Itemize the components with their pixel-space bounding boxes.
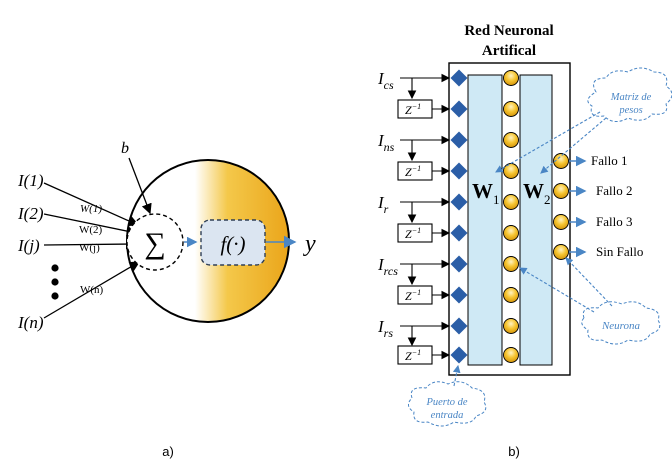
input-label-cs: Ics <box>377 69 394 92</box>
svg-text:Neurona: Neurona <box>601 320 641 332</box>
hidden-neuron <box>503 194 519 210</box>
input-arrow-n <box>43 261 141 319</box>
callout-pointer <box>540 117 607 174</box>
output-neuron-column <box>553 153 569 260</box>
hidden-neuron <box>503 318 519 334</box>
input-label-rs: Irs <box>377 317 393 340</box>
summation-node <box>126 213 184 271</box>
svg-text:entrada: entrada <box>431 410 464 421</box>
input-label-j: I(j) <box>17 236 40 255</box>
weight-label-1: W(1) <box>80 203 102 215</box>
input-label-n: I(n) <box>17 313 44 332</box>
w2-column <box>519 74 553 366</box>
caption-b: b) <box>508 444 520 459</box>
weight-label-2: W(2) <box>79 224 103 236</box>
output-label-1: Fallo 1 <box>591 153 627 168</box>
input-port-diamond <box>450 346 468 364</box>
delay-block: Z−1 <box>397 345 433 365</box>
w1-column <box>467 74 503 366</box>
ellipsis-dot <box>51 264 59 272</box>
callout-pointer <box>495 111 601 173</box>
svg-text:Matriz de: Matriz de <box>610 92 652 103</box>
caption-a: a) <box>162 444 174 459</box>
input-port-diamond <box>450 317 468 335</box>
callout-pointer <box>452 364 461 387</box>
input-arrow-1 <box>43 182 140 227</box>
input-label-2: I(2) <box>17 204 44 223</box>
hidden-neuron <box>503 70 519 86</box>
ellipsis-dot <box>51 292 59 300</box>
output-neuron <box>553 244 569 260</box>
delay-block: Z−1 <box>397 285 433 305</box>
network-title-line1: Red Neuronal <box>464 23 553 39</box>
output-label-3: Fallo 3 <box>596 214 632 229</box>
delay-block: Z−1 <box>397 223 433 243</box>
svg-text:Z−1: Z−1 <box>405 348 421 363</box>
input-port-diamond <box>450 131 468 149</box>
svg-text:Z−1: Z−1 <box>405 226 421 241</box>
bias-arrow <box>128 157 152 215</box>
input-port-diamond <box>450 69 468 87</box>
svg-text:Z−1: Z−1 <box>405 164 421 179</box>
input-port-diamond <box>450 100 468 118</box>
bias-label: b <box>121 140 129 157</box>
hidden-neuron-column <box>503 70 519 363</box>
summation-symbol: ∑ <box>144 227 165 260</box>
input-label-r: Ir <box>377 193 389 216</box>
output-neuron <box>553 153 569 169</box>
output-neuron <box>553 214 569 230</box>
input-port-callout: Puerto de entrada <box>408 381 487 427</box>
svg-text:Puerto de: Puerto de <box>425 397 467 408</box>
output-label-4: Sin Fallo <box>596 244 643 259</box>
w2-label: W2 <box>523 179 551 207</box>
weight-label-n: W(n) <box>80 284 104 296</box>
output-neuron <box>553 183 569 199</box>
w1-label: W1 <box>472 179 500 207</box>
input-arrow-2 <box>43 213 138 237</box>
activation-box <box>200 219 266 266</box>
input-wiring <box>400 73 451 360</box>
hidden-neuron <box>503 101 519 117</box>
hidden-neuron <box>503 225 519 241</box>
input-label-rcs: Ircs <box>377 255 398 278</box>
panel-b: Red Neuronal Artifical W1 W2 <box>377 23 672 459</box>
hidden-neuron <box>503 287 519 303</box>
input-port-diamond <box>450 286 468 304</box>
weight-label-j: W(j) <box>79 242 100 254</box>
weights-matrix-callout: Matriz de pesos <box>587 67 672 122</box>
svg-text:Z−1: Z−1 <box>405 102 421 117</box>
svg-text:Z−1: Z−1 <box>405 288 421 303</box>
panel-a: I(1) I(2) I(j) I(n) W(1) W(2) W(j) W(n) … <box>17 140 316 459</box>
input-port-diamond <box>450 224 468 242</box>
callout-pointer <box>565 257 613 307</box>
output-label: y <box>303 231 316 257</box>
delay-block: Z−1 <box>397 161 433 181</box>
callout-pointer <box>519 267 595 313</box>
input-label-1: I(1) <box>17 171 44 190</box>
hidden-neuron <box>503 347 519 363</box>
neuron-callout: Neurona <box>581 301 661 345</box>
input-arrow-j <box>43 238 137 250</box>
input-label-ns: Ins <box>377 131 395 154</box>
hidden-neuron <box>503 163 519 179</box>
input-port-diamond <box>450 162 468 180</box>
input-port-diamond <box>450 193 468 211</box>
input-port-column <box>450 69 468 364</box>
hidden-neuron <box>503 256 519 272</box>
activation-label: f(·) <box>220 232 245 256</box>
output-label-2: Fallo 2 <box>596 183 632 198</box>
delay-block: Z−1 <box>397 99 433 119</box>
svg-text:pesos: pesos <box>618 105 642 116</box>
network-title-line2: Artifical <box>482 43 536 59</box>
input-port-diamond <box>450 255 468 273</box>
hidden-neuron <box>503 132 519 148</box>
ellipsis-dot <box>51 278 59 286</box>
